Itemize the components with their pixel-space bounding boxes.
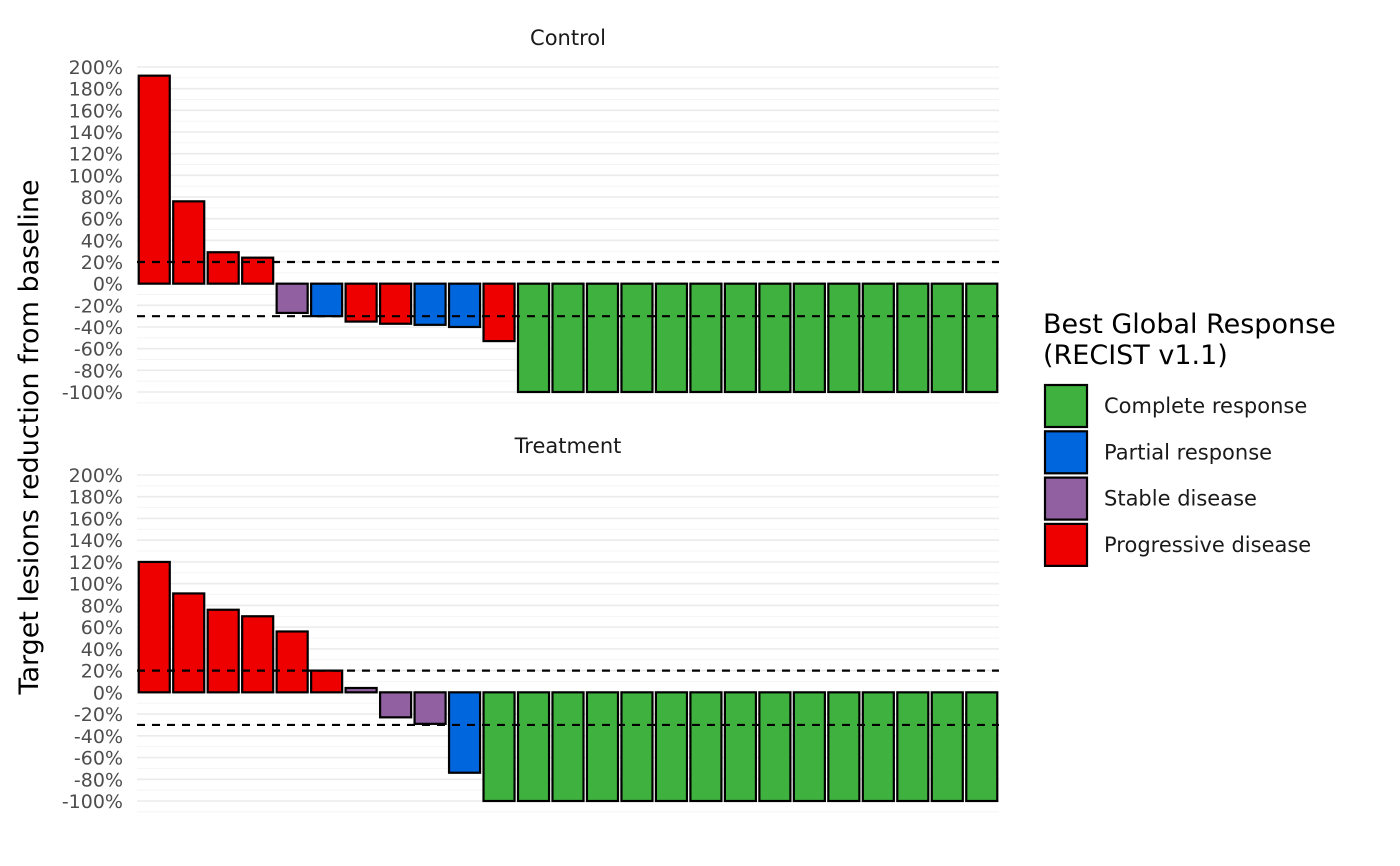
- y-tick-label: 60%: [81, 617, 123, 639]
- y-tick-label: 160%: [69, 100, 123, 122]
- bar-treatment-15: [620, 691, 654, 803]
- legend-key-pd: [1043, 522, 1089, 568]
- bar-treatment-22: [861, 691, 895, 803]
- y-tick-label: -60%: [74, 339, 123, 361]
- y-tick-label: 20%: [81, 252, 123, 274]
- bar-treatment-11: [482, 691, 516, 803]
- y-tick-label: 40%: [81, 230, 123, 252]
- y-tick-label: 100%: [69, 574, 123, 596]
- bar-control-25: [965, 282, 999, 394]
- y-tick-label: -40%: [74, 317, 123, 339]
- y-tick-label: 40%: [81, 639, 123, 661]
- bar-control-8: [378, 282, 413, 325]
- bar-treatment-8: [378, 691, 413, 719]
- bar-control-3: [206, 251, 240, 285]
- y-tick-label: 120%: [69, 552, 123, 574]
- y-tick-label: -100%: [62, 791, 123, 813]
- bar-treatment-5: [275, 630, 309, 694]
- y-tick-label: 60%: [81, 209, 123, 231]
- y-tick-label: -20%: [74, 704, 123, 726]
- y-tick-label: 20%: [81, 661, 123, 683]
- bar-control-2: [172, 200, 206, 285]
- y-tick-label: -40%: [74, 726, 123, 748]
- bar-treatment-16: [654, 691, 689, 803]
- bar-control-5: [275, 282, 309, 315]
- bar-treatment-1: [137, 560, 171, 694]
- bar-control-20: [792, 282, 826, 394]
- legend-label-pr: Partial response: [1104, 440, 1272, 464]
- bar-treatment-10: [447, 691, 482, 774]
- y-tick-label: -20%: [74, 295, 123, 317]
- bar-treatment-17: [689, 691, 723, 803]
- y-tick-label: 0%: [93, 274, 123, 296]
- y-tick-label: -80%: [74, 769, 123, 791]
- facet-title-control: Control: [530, 26, 606, 50]
- bar-treatment-7: [344, 686, 378, 694]
- bar-control-21: [827, 282, 861, 394]
- legend-title-line2: (RECIST v1.1): [1043, 340, 1228, 371]
- legend-key-sd: [1043, 476, 1089, 521]
- bar-control-18: [723, 282, 758, 394]
- bar-treatment-3: [206, 608, 240, 694]
- y-tick-label: 100%: [69, 165, 123, 187]
- bar-treatment-2: [172, 592, 206, 694]
- bar-treatment-6: [310, 669, 344, 694]
- bar-control-16: [654, 282, 689, 394]
- legend: Best Global Response (RECIST v1.1) Compl…: [1043, 309, 1336, 568]
- bar-treatment-13: [551, 691, 585, 803]
- legend-key-cr: [1043, 383, 1089, 429]
- y-tick-label: 120%: [69, 144, 123, 166]
- bar-control-9: [413, 282, 447, 326]
- legend-label-sd: Stable disease: [1104, 487, 1257, 511]
- bar-treatment-9: [413, 691, 447, 725]
- bar-control-1: [137, 74, 171, 285]
- bar-treatment-18: [723, 691, 758, 803]
- y-tick-label: 80%: [81, 187, 123, 209]
- bar-control-23: [896, 282, 930, 394]
- bar-treatment-4: [241, 615, 275, 694]
- bar-control-17: [689, 282, 723, 394]
- bar-treatment-25: [965, 691, 999, 803]
- bar-treatment-23: [896, 691, 930, 803]
- facet-panel-control: Control 200%180%160%140%120%100%80%60%40…: [62, 26, 999, 404]
- bar-control-19: [758, 282, 792, 394]
- facet-title-treatment: Treatment: [514, 434, 622, 458]
- bar-control-12: [516, 282, 551, 394]
- bar-control-6: [310, 282, 344, 318]
- y-tick-label: -60%: [74, 748, 123, 770]
- bar-treatment-12: [516, 691, 551, 803]
- bar-treatment-20: [792, 691, 826, 803]
- y-tick-label: 200%: [69, 57, 123, 79]
- y-tick-label: 160%: [69, 508, 123, 530]
- bar-control-24: [930, 282, 964, 394]
- bar-control-10: [447, 282, 482, 329]
- y-tick-label: 140%: [69, 530, 123, 552]
- bar-treatment-19: [758, 691, 792, 803]
- legend-title-line1: Best Global Response: [1043, 309, 1336, 340]
- y-tick-label: -80%: [74, 360, 123, 382]
- bar-control-15: [620, 282, 654, 394]
- bar-treatment-24: [930, 691, 964, 803]
- legend-key-pr: [1043, 430, 1089, 475]
- bar-control-22: [861, 282, 895, 394]
- y-tick-label: 80%: [81, 595, 123, 617]
- facet-panel-treatment: Treatment 200%180%160%140%120%100%80%60%…: [62, 434, 999, 813]
- bar-treatment-14: [585, 691, 620, 803]
- legend-label-pd: Progressive disease: [1104, 533, 1311, 557]
- legend-label-cr: Complete response: [1104, 394, 1307, 418]
- y-tick-label: 180%: [69, 79, 123, 101]
- y-tick-label: -100%: [62, 382, 123, 404]
- bar-control-11: [482, 282, 516, 343]
- y-tick-label: 180%: [69, 487, 123, 509]
- y-tick-label: 0%: [93, 682, 123, 704]
- bar-control-14: [585, 282, 620, 394]
- y-tick-label: 200%: [69, 465, 123, 487]
- bar-control-13: [551, 282, 585, 394]
- y-tick-label: 140%: [69, 122, 123, 144]
- y-axis-label: Target lesions reduction from baseline: [14, 179, 45, 695]
- bar-treatment-21: [827, 691, 861, 803]
